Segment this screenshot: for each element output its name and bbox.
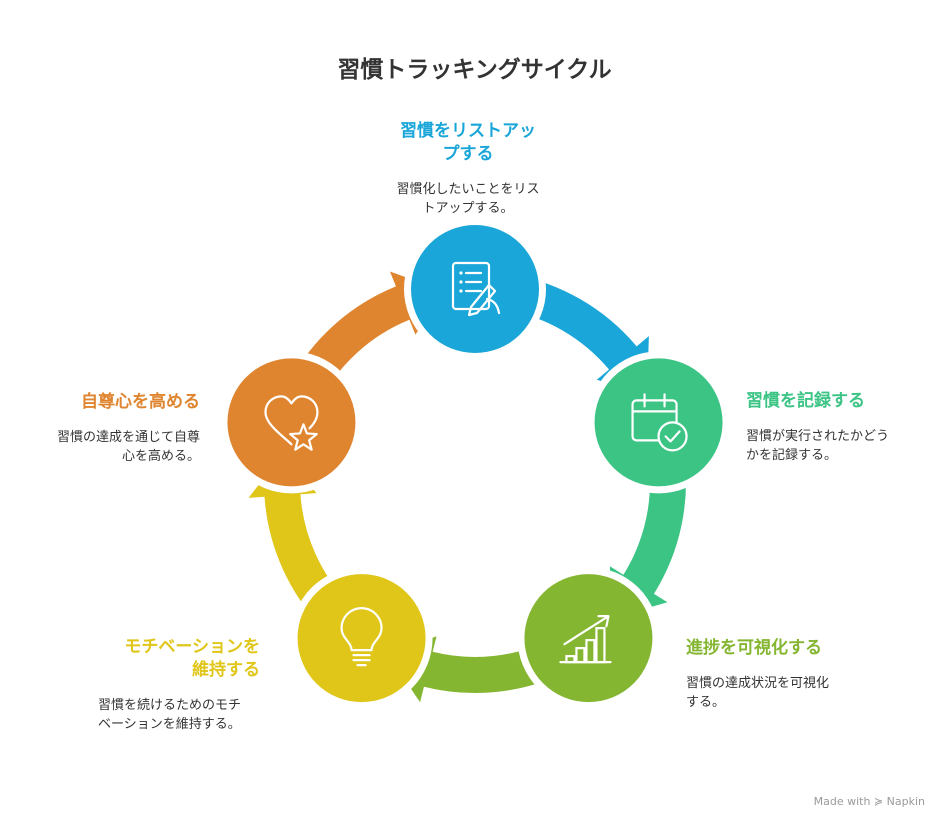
step-2-node [587,351,730,494]
step-1-title-line-1: 習慣をリストアッ [400,121,536,141]
step-1-description: 習慣化したいことをリス トアップする。 [368,180,568,219]
step-2-desc-line-2: かを記録する。 [746,448,838,464]
step-3-node-circle [524,574,653,703]
step-4-desc-line-2: ベーションを維持する。 [98,717,241,733]
step-5-description: 習慣の達成を通じて自尊 心を高める。 [0,428,200,467]
napkin-credit: Made with ≽ Napkin [813,795,925,808]
step-4-title-line-2: 維持する [192,659,260,680]
arrow-2-to-3 [609,452,686,619]
step-1-desc-line-2: トアップする。 [422,201,514,217]
step-5-desc-line-2: 心を高める。 [121,449,200,465]
step-5-node [220,351,363,494]
step-3-description: 習慣の達成状況を可視化 する。 [686,674,876,713]
bar-chart-growth-icon [559,615,612,664]
checklist-pen-icon [451,261,501,317]
step-4-desc-line-1: 習慣を続けるためのモチ [98,697,242,713]
step-5-label: 自尊心を高める 習慣の達成を通じて自尊 心を高める。 [0,391,200,467]
step-1-label: 習慣をリストアッ プする 習慣化したいことをリス トアップする。 [368,120,568,219]
page-title: 習慣トラッキングサイクル [337,57,612,83]
step-4-node-circle [297,574,426,703]
step-nodes [220,218,730,710]
step-2-title: 習慣を記録する [746,390,936,413]
step-1-title-line-2: プする [442,143,494,164]
step-1-node-circle [411,225,539,353]
step-1-desc-line-1: 習慣化したいことをリス [396,181,540,197]
step-3-title-line-1: 進捗を可視化する [686,638,822,658]
step-2-label: 習慣を記録する 習慣が実行されたかどう かを記録する。 [746,390,936,466]
step-5-node-circle [227,358,356,487]
step-1-title: 習慣をリストアッ プする [368,120,568,166]
step-3-desc-line-1: 習慣の達成状況を可視化 [686,675,830,691]
step-3-node [517,567,660,710]
step-3-title: 進捗を可視化する [686,637,876,660]
calendar-check-icon [631,393,688,452]
step-2-description: 習慣が実行されたかどう かを記録する。 [746,427,936,466]
step-4-node [290,567,433,710]
step-5-desc-line-1: 習慣の達成を通じて自尊 [56,429,200,445]
step-2-node-circle [594,358,723,487]
step-4-title-line-1: モチベーションを [124,637,260,657]
step-1-node [404,218,546,360]
step-3-desc-line-2: する。 [686,695,726,711]
heart-star-icon [264,395,319,451]
step-2-desc-line-1: 習慣が実行されたかどう [746,428,890,444]
step-5-title-line-1: 自尊心を高める [81,392,200,412]
step-4-title: モチベーションを 維持する [60,636,260,682]
step-3-label: 進捗を可視化する 習慣の達成状況を可視化 する。 [686,637,876,713]
step-2-title-line-1: 習慣を記録する [746,391,865,411]
step-4-label: モチベーションを 維持する 習慣を続けるためのモチ ベーションを維持する。 [60,636,260,735]
step-4-description: 習慣を続けるためのモチ ベーションを維持する。 [98,696,260,735]
step-5-title: 自尊心を高める [0,391,200,414]
lightbulb-icon [340,607,383,667]
